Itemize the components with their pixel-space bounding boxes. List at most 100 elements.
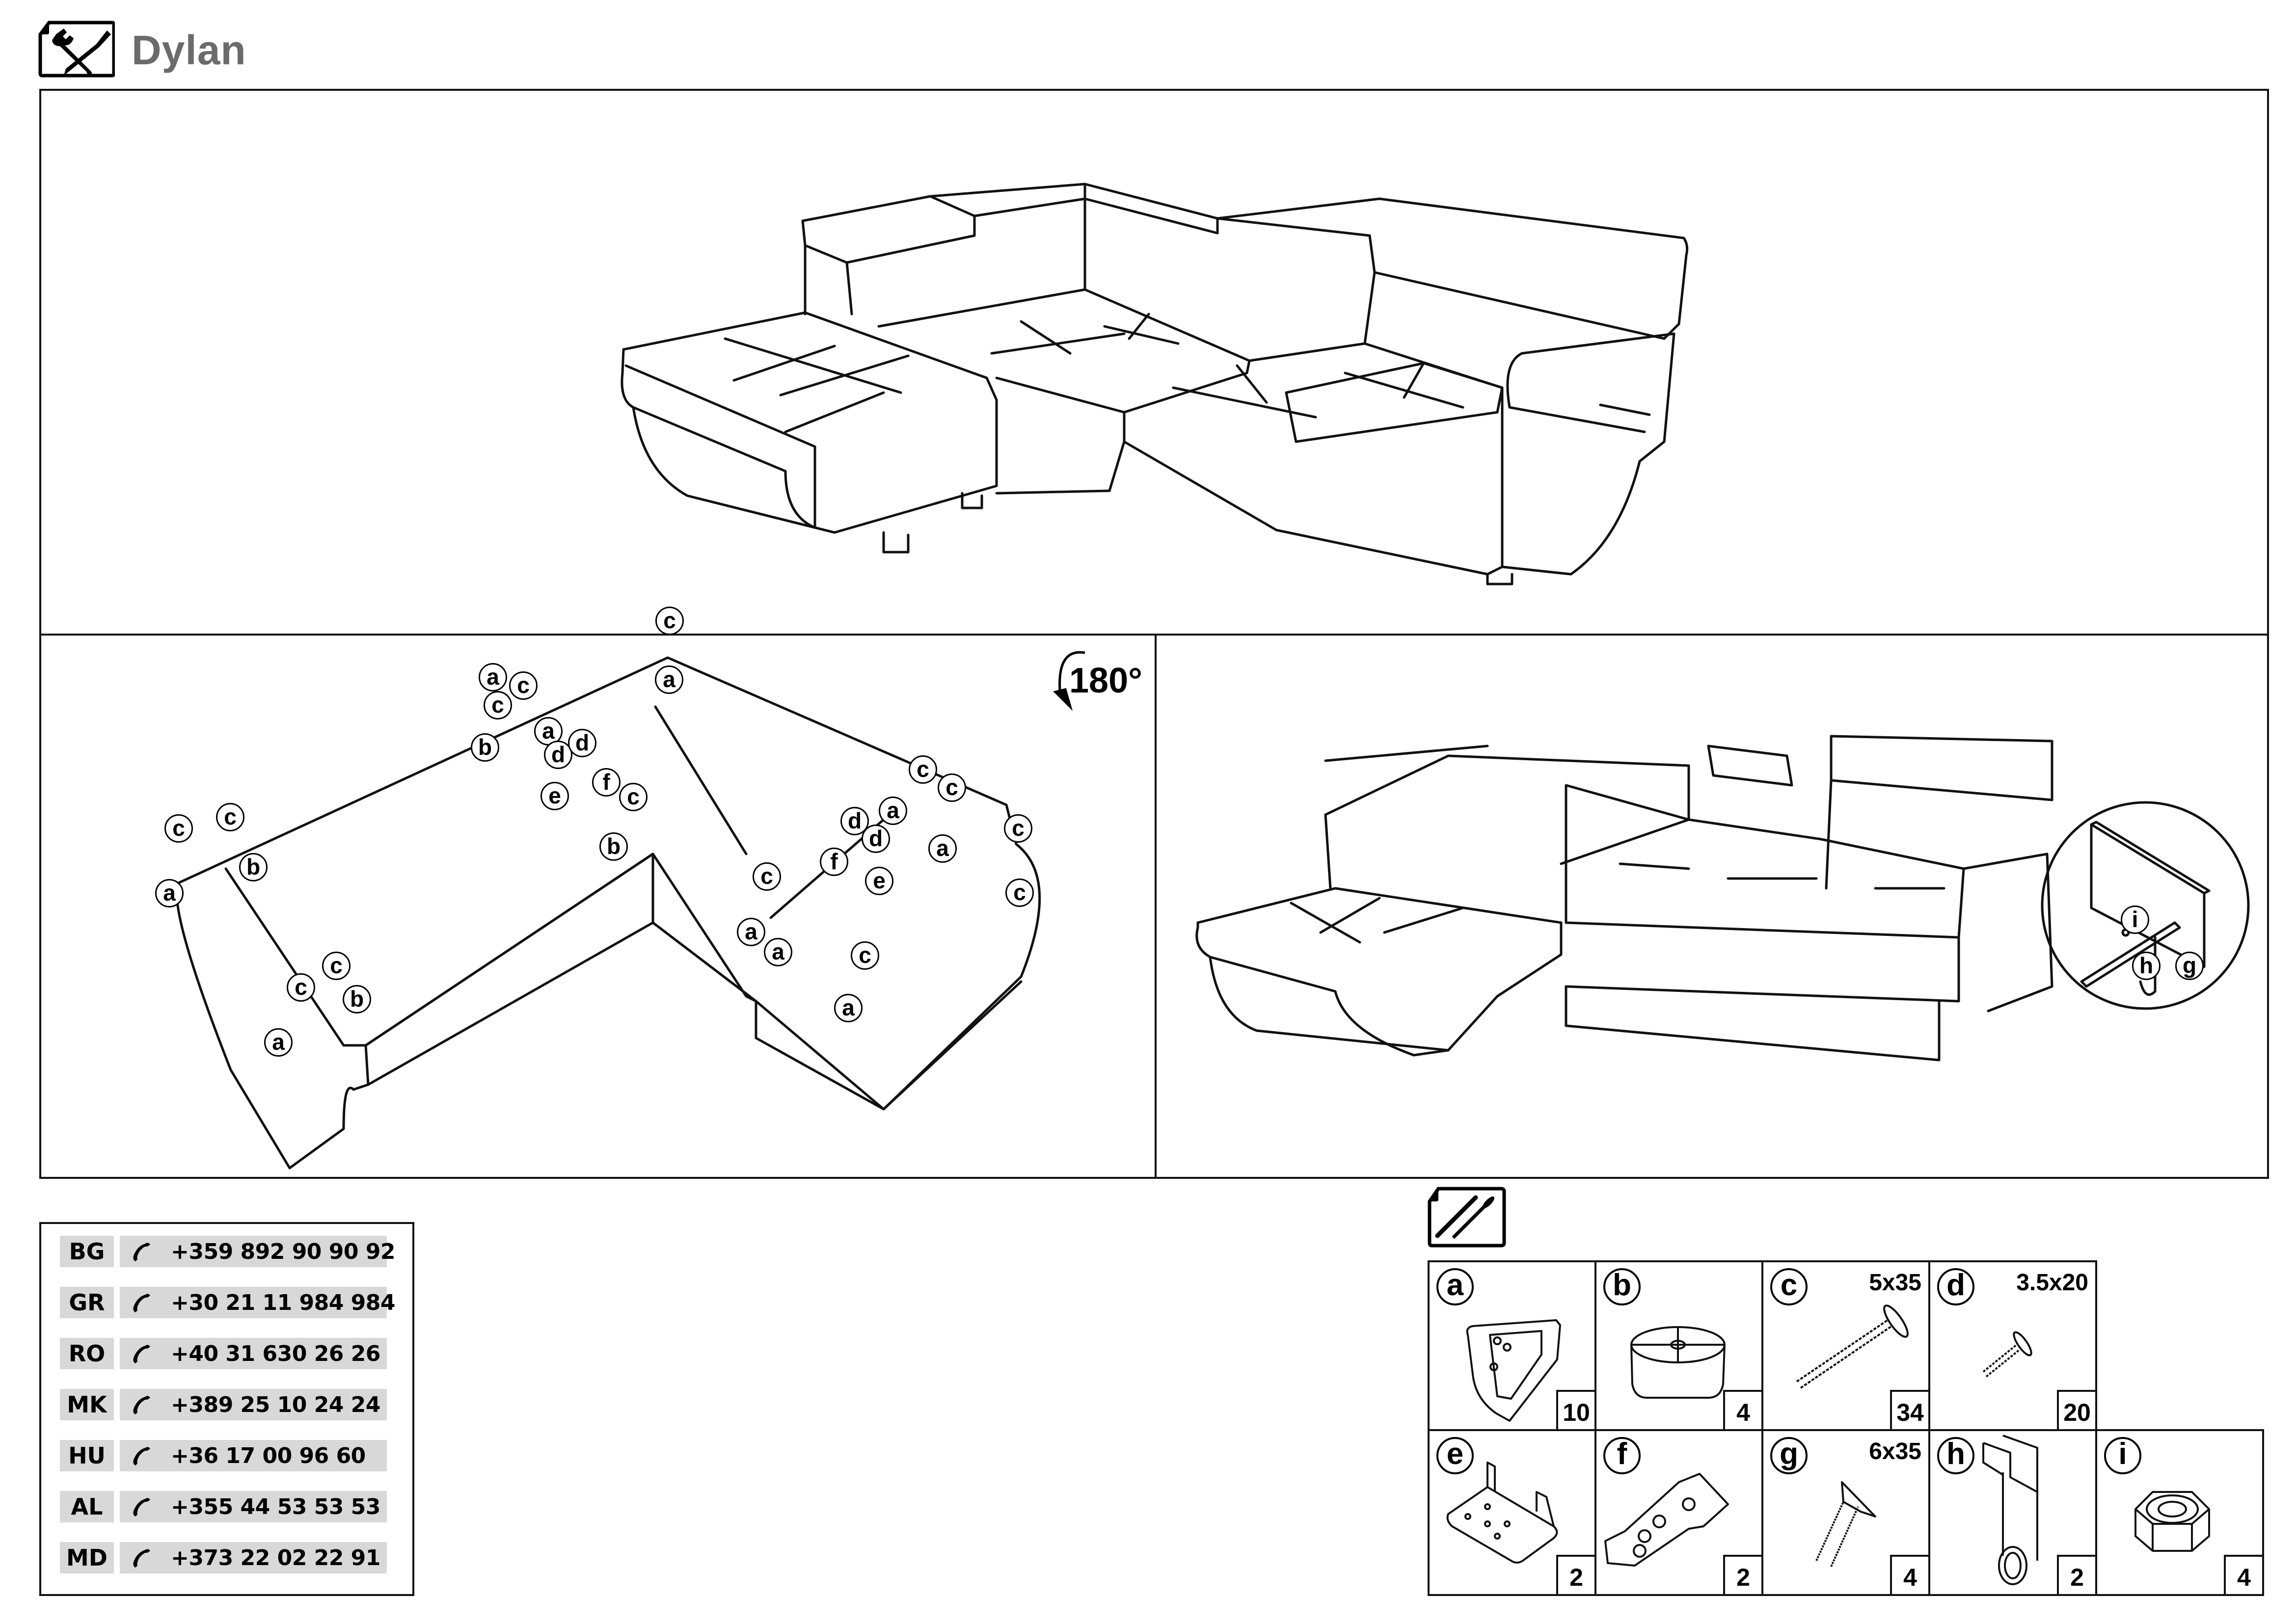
part-cell-b: b 4 (1594, 1260, 1763, 1431)
callout-b: b (343, 985, 371, 1013)
phone-cell: +40 31 630 26 26 (120, 1338, 387, 1369)
callout-c: c (164, 814, 193, 843)
part-qty: 2 (1556, 1555, 1596, 1596)
callout-f: f (592, 768, 621, 797)
callout-c: c (909, 755, 937, 784)
callout-c: c (753, 862, 781, 891)
phone-cell: +36 17 00 96 60 (120, 1440, 387, 1471)
callout-c: c (509, 671, 538, 700)
phone-number[interactable]: +40 31 630 26 26 (171, 1341, 380, 1366)
part-letter: h (1937, 1437, 1974, 1474)
callout-a: a (764, 938, 792, 966)
country-code: GR (60, 1287, 114, 1318)
country-code: AL (60, 1491, 114, 1522)
part-cell-c: c 5x35 34 (1761, 1260, 1930, 1431)
part-qty: 10 (1556, 1390, 1596, 1431)
part-letter: i (2104, 1437, 2141, 1474)
bed-mechanism-panel (1155, 634, 2269, 1179)
callout-e: e (540, 782, 569, 810)
part-qty: 20 (2057, 1390, 2097, 1431)
hardware-screws-icon (1428, 1187, 1506, 1248)
phone-cell: +30 21 11 984 984 (120, 1287, 396, 1318)
phone-number[interactable]: +36 17 00 96 60 (171, 1443, 366, 1468)
part-spec: 6x35 (1869, 1438, 1921, 1464)
callout-h: h (2132, 952, 2161, 980)
phone-icon (133, 1549, 150, 1568)
phone-directory: BG +359 892 90 90 92 GR +30 21 11 984 98… (39, 1222, 414, 1596)
callout-d: d (862, 825, 890, 853)
callout-a: a (737, 918, 765, 946)
callout-c: c (619, 783, 648, 811)
phone-cell: +389 25 10 24 24 (120, 1389, 387, 1420)
phone-cell: +373 22 02 22 91 (120, 1542, 387, 1573)
phone-icon (133, 1447, 150, 1465)
part-qty: 2 (1723, 1555, 1763, 1596)
part-qty: 34 (1890, 1390, 1930, 1431)
part-letter: g (1770, 1437, 1808, 1474)
phone-icon (133, 1396, 150, 1414)
part-spec: 5x35 (1869, 1270, 1921, 1296)
phone-number[interactable]: +30 21 11 984 984 (171, 1290, 396, 1315)
callout-d: d (568, 729, 596, 757)
part-cell-d: d 3.5x20 20 (1928, 1260, 2097, 1431)
part-letter: d (1937, 1268, 1974, 1305)
part-qty: 2 (2057, 1555, 2097, 1596)
country-code: MK (60, 1389, 114, 1420)
part-cell-h: h 2 (1928, 1429, 2097, 1596)
callout-c: c (216, 803, 244, 831)
phone-number[interactable]: +389 25 10 24 24 (171, 1392, 380, 1417)
phone-icon (133, 1243, 150, 1261)
country-code: HU (60, 1440, 114, 1471)
tools-document-icon (38, 21, 116, 78)
callout-a: a (834, 994, 863, 1022)
country-code: RO (60, 1338, 114, 1369)
country-code: BG (60, 1236, 114, 1267)
phone-cell: +355 44 53 53 53 (120, 1491, 387, 1522)
part-cell-f: f 2 (1594, 1429, 1763, 1596)
callout-c: c (322, 952, 351, 980)
callout-a: a (655, 665, 683, 694)
callout-f: f (820, 848, 848, 876)
part-qty: 4 (2224, 1555, 2264, 1596)
callout-a: a (155, 879, 184, 907)
phone-icon (133, 1498, 150, 1517)
assembled-sofa-panel (39, 89, 2269, 636)
part-qty: 4 (1890, 1555, 1930, 1596)
part-cell-i: i 4 (2095, 1429, 2264, 1596)
rotation-label: 180° (1069, 661, 1142, 700)
part-cell-a: a 10 (1428, 1260, 1596, 1431)
part-letter: f (1603, 1437, 1641, 1474)
callout-c: c (938, 773, 966, 802)
product-title: Dylan (132, 27, 246, 73)
callout-c: c (287, 973, 315, 1002)
callout-c: c (484, 691, 512, 719)
callout-b: b (471, 733, 499, 762)
callout-a: c (1005, 878, 1034, 907)
country-code: MD (60, 1542, 114, 1573)
bottom-view-panel (39, 634, 1157, 1179)
callout-g: g (2175, 952, 2204, 980)
callout-b: b (599, 832, 628, 861)
callout-c: c (851, 941, 879, 970)
callout-c: a (479, 663, 507, 692)
part-letter: e (1436, 1437, 1474, 1474)
callout-c: c (655, 607, 684, 635)
phone-number[interactable]: +359 892 90 90 92 (171, 1239, 396, 1264)
part-cell-g: g 6x35 4 (1761, 1429, 1930, 1596)
phone-icon (133, 1294, 150, 1312)
part-letter: c (1770, 1268, 1808, 1305)
callout-b: b (239, 853, 268, 881)
part-qty: 4 (1723, 1390, 1763, 1431)
part-spec: 3.5x20 (2016, 1270, 2088, 1296)
callout-c: c (1004, 814, 1032, 843)
phone-icon (133, 1345, 150, 1363)
phone-number[interactable]: +373 22 02 22 91 (171, 1545, 380, 1570)
part-letter: b (1603, 1268, 1641, 1305)
part-cell-e: e 2 (1428, 1429, 1596, 1596)
phone-number[interactable]: +355 44 53 53 53 (171, 1494, 380, 1519)
callout-a: a (879, 797, 907, 825)
callout-i: i (2121, 905, 2149, 934)
callout-e: e (865, 867, 893, 895)
callout-a: a (928, 834, 957, 863)
callout-a: a (264, 1028, 293, 1057)
